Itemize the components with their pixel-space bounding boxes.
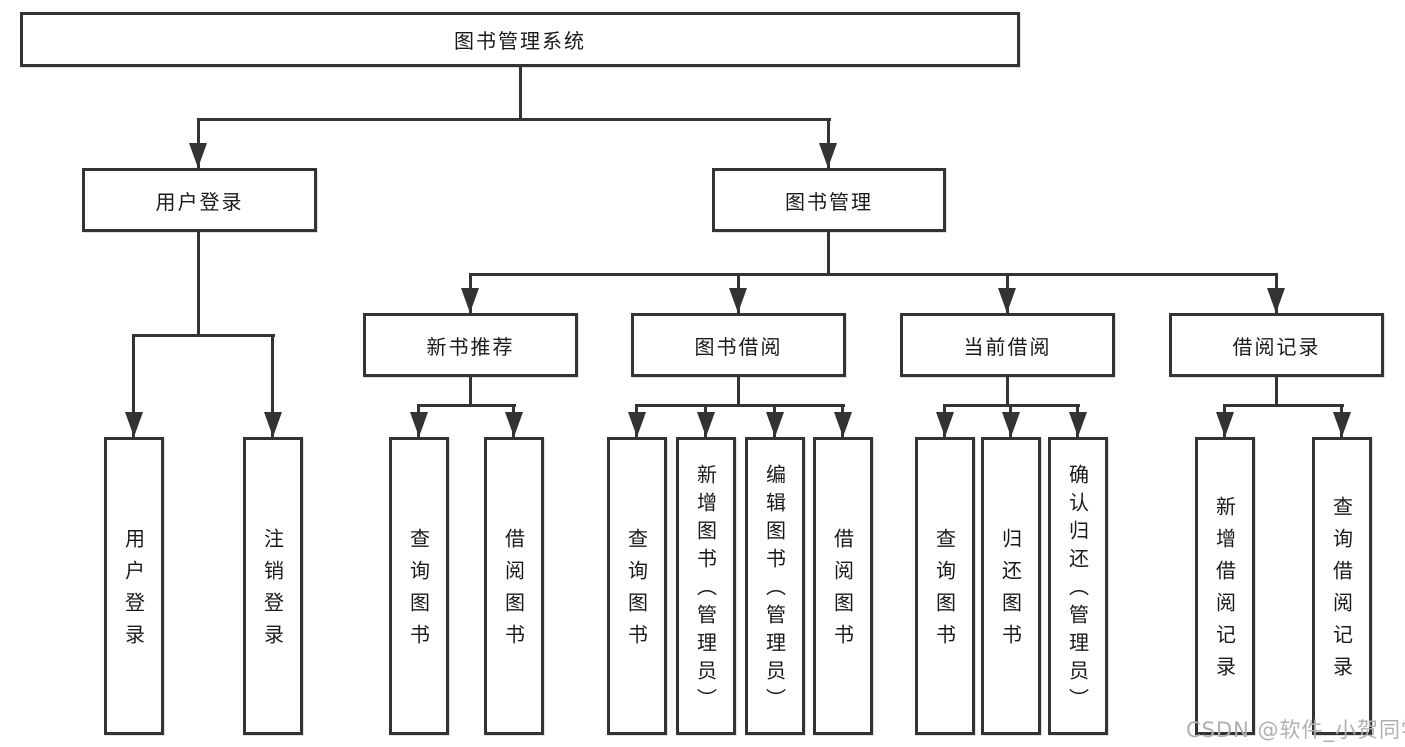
leaf-borrow-books-borrowing-label: 借阅图书 xyxy=(830,528,855,656)
down-arrow-icon xyxy=(834,412,852,437)
connector-level3-branch xyxy=(469,273,1278,276)
connector-arrow-stem xyxy=(271,334,274,437)
node-new-book-recommend-label: 新书推荐 xyxy=(426,334,515,359)
node-book-management: 图书管理 xyxy=(712,168,946,232)
connector-group-branch xyxy=(635,404,845,407)
connector-group-branch xyxy=(1223,404,1344,407)
down-arrow-icon xyxy=(697,412,715,437)
down-arrow-icon xyxy=(505,412,523,437)
down-arrow-icon xyxy=(1333,412,1351,437)
csdn-watermark: CSDN @软件_小贺同学 xyxy=(1186,718,1405,742)
leaf-edit-book-admin: 编辑图书（管理员） xyxy=(745,437,805,735)
connector-user-login-branch xyxy=(132,334,275,337)
leaf-add-book-admin-label: 新增图书（管理员） xyxy=(693,464,718,716)
connector-arrow-stem xyxy=(132,334,135,437)
connector-root-stem xyxy=(519,66,522,119)
leaf-borrow-books-recommend-label: 借阅图书 xyxy=(501,528,526,656)
leaf-query-books-current-label: 查询图书 xyxy=(932,528,957,656)
leaf-logout-label: 注销登录 xyxy=(260,528,285,656)
node-user-login: 用户登录 xyxy=(82,168,317,232)
connector-level2-branch xyxy=(197,118,831,121)
down-arrow-icon xyxy=(410,412,428,437)
leaf-add-borrow-record: 新增借阅记录 xyxy=(1195,437,1255,735)
down-arrow-icon xyxy=(1002,412,1020,437)
node-user-login-label: 用户登录 xyxy=(155,189,244,214)
connector-group-stem xyxy=(469,377,472,407)
down-arrow-icon xyxy=(189,143,207,168)
leaf-query-books-recommend: 查询图书 xyxy=(389,437,449,735)
down-arrow-icon xyxy=(998,288,1016,313)
leaf-query-borrow-record-label: 查询借阅记录 xyxy=(1329,496,1354,688)
node-borrow-records: 借阅记录 xyxy=(1169,313,1384,377)
leaf-confirm-return-admin-label: 确认归还（管理员） xyxy=(1065,464,1090,716)
down-arrow-icon xyxy=(766,412,784,437)
node-current-borrowing-label: 当前借阅 xyxy=(963,334,1052,359)
leaf-return-books-label: 归还图书 xyxy=(998,528,1023,656)
node-new-book-recommend: 新书推荐 xyxy=(363,313,578,377)
down-arrow-icon xyxy=(819,143,837,168)
node-borrow-records-label: 借阅记录 xyxy=(1232,334,1321,359)
leaf-user-login-label: 用户登录 xyxy=(121,528,146,656)
leaf-query-books-borrowing: 查询图书 xyxy=(607,437,667,735)
node-current-borrowing: 当前借阅 xyxy=(900,313,1115,377)
leaf-borrow-books-borrowing: 借阅图书 xyxy=(813,437,873,735)
leaf-edit-book-admin-label: 编辑图书（管理员） xyxy=(762,464,787,716)
node-root: 图书管理系统 xyxy=(20,12,1020,67)
node-book-borrowing: 图书借阅 xyxy=(631,313,846,377)
leaf-confirm-return-admin: 确认归还（管理员） xyxy=(1048,437,1108,735)
down-arrow-icon xyxy=(1216,412,1234,437)
down-arrow-icon xyxy=(1267,288,1285,313)
node-book-management-label: 图书管理 xyxy=(785,189,873,214)
connector-group-stem xyxy=(737,377,740,407)
leaf-query-books-current: 查询图书 xyxy=(915,437,975,735)
down-arrow-icon xyxy=(1069,412,1087,437)
leaf-query-books-borrowing-label: 查询图书 xyxy=(624,528,649,656)
down-arrow-icon xyxy=(461,288,479,313)
leaf-query-borrow-record: 查询借阅记录 xyxy=(1312,437,1372,735)
node-root-label: 图书管理系统 xyxy=(454,29,586,53)
leaf-user-login: 用户登录 xyxy=(104,437,164,735)
down-arrow-icon xyxy=(729,288,747,313)
connector-group-stem xyxy=(1275,377,1278,407)
down-arrow-icon xyxy=(628,412,646,437)
down-arrow-icon xyxy=(125,412,143,437)
leaf-return-books: 归还图书 xyxy=(981,437,1041,735)
leaf-add-borrow-record-label: 新增借阅记录 xyxy=(1212,496,1237,688)
down-arrow-icon xyxy=(264,412,282,437)
connector-group-branch xyxy=(417,404,516,407)
connector-book-mgmt-stem xyxy=(827,232,830,275)
leaf-borrow-books-recommend: 借阅图书 xyxy=(484,437,544,735)
leaf-logout: 注销登录 xyxy=(243,437,303,735)
node-book-borrowing-label: 图书借阅 xyxy=(694,334,783,359)
connector-group-stem xyxy=(1006,377,1009,407)
leaf-add-book-admin: 新增图书（管理员） xyxy=(676,437,736,735)
leaf-query-books-recommend-label: 查询图书 xyxy=(406,528,431,656)
down-arrow-icon xyxy=(936,412,954,437)
connector-user-login-stem xyxy=(197,232,200,335)
